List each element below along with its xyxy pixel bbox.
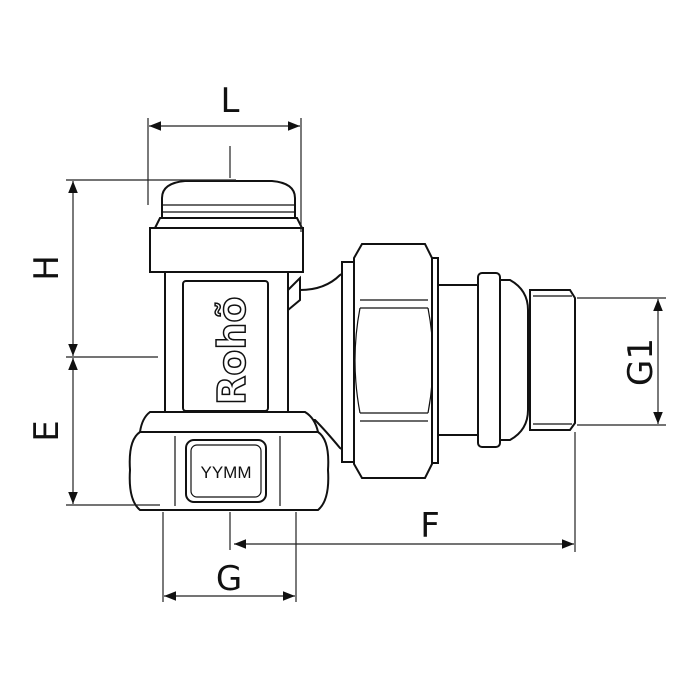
dimension-label-g1: G1 bbox=[621, 338, 661, 386]
right-connector bbox=[287, 243, 576, 479]
dimension-label-f: F bbox=[420, 506, 440, 546]
valve-body: Rohõ bbox=[138, 267, 320, 433]
bottom-hex-nut: YYMM bbox=[128, 431, 330, 511]
thread-end bbox=[529, 289, 576, 431]
valve-cap bbox=[149, 180, 304, 273]
dimension-label-g: G bbox=[216, 559, 242, 599]
brand-logo: Rohõ bbox=[210, 296, 254, 405]
dimension-label-e: E bbox=[27, 420, 67, 441]
dimension-label-h: H bbox=[27, 255, 67, 281]
date-code: YYMM bbox=[201, 463, 252, 482]
dimension-label-l: L bbox=[221, 81, 240, 121]
union-hex-nut bbox=[353, 243, 433, 479]
dimension-lines bbox=[66, 118, 666, 602]
